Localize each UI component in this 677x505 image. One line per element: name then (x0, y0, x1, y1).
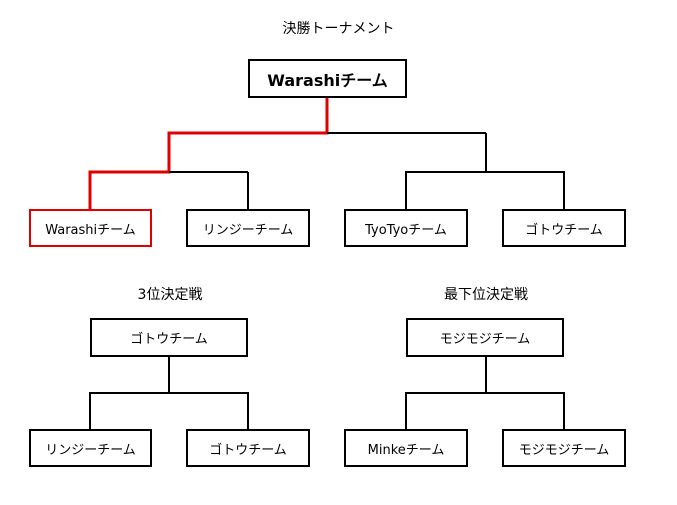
team-box-3: TyoTyoチーム (344, 209, 468, 247)
last-place-team-box-2: モジモジチーム (502, 429, 626, 467)
last-place-winner-box: モジモジチーム (406, 318, 564, 357)
line-last-pair (405, 392, 565, 430)
line-third-pair (89, 392, 249, 430)
team-box-4: ゴトウチーム (502, 209, 626, 247)
main-bracket-title: 決勝トーナメント (282, 21, 395, 37)
third-place-team-box-1: リンジーチーム (29, 429, 152, 467)
champion-box: Warashiチーム (248, 59, 407, 98)
last-place-title: 最下位決定戦 (444, 287, 528, 303)
winning-path-line (88, 97, 329, 210)
line-right-pair (405, 171, 565, 210)
third-place-winner-box: ゴトウチーム (90, 318, 248, 357)
third-place-title: 3位決定戦 (137, 287, 203, 303)
team-box-2: リンジーチーム (186, 209, 310, 247)
team-box-1: Warashiチーム (29, 209, 152, 247)
last-place-team-box-1: Minkeチーム (344, 429, 468, 467)
third-place-team-box-2: ゴトウチーム (186, 429, 310, 467)
